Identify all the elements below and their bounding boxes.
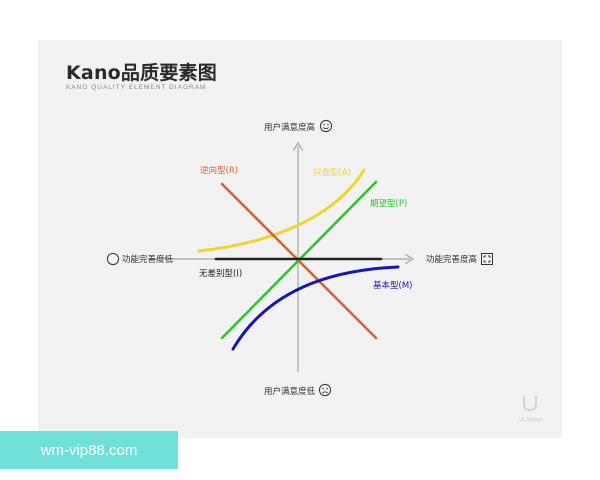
page-subtitle: KANO QUALITY ELEMENT DIAGRAM [66, 84, 207, 91]
happy-face-icon [319, 119, 333, 133]
axis-label-y-top: 用户满意度高 [264, 122, 315, 133]
logo-text: UI Design [519, 417, 543, 423]
axis-label-x-right: 功能完善度高 [426, 254, 477, 265]
watermark-text: wm-vip88.com [40, 441, 138, 459]
label-must-be: 基本型(M) [373, 280, 412, 291]
ui-design-logo: UI Design [519, 396, 543, 423]
diagram-card [38, 40, 562, 438]
axis-label-y-bottom: 用户满意度低 [264, 386, 316, 397]
page-title: Kano品质要素图 [66, 62, 217, 84]
label-attractive: 兴奋型(A) [313, 167, 351, 178]
label-indifferent: 无差别型(I) [199, 268, 242, 279]
curve-attractive [197, 168, 366, 253]
watermark-banner: wm-vip88.com [0, 431, 178, 469]
axis-label-x-left: 功能完善度低 [122, 254, 174, 265]
sad-face-icon [318, 383, 332, 397]
curve-must-be [231, 265, 400, 351]
square-grid-icon [481, 253, 493, 265]
empty-circle-icon [106, 252, 120, 266]
label-reverse: 逆向型(R) [200, 165, 238, 176]
label-performance: 期望型(P) [370, 198, 407, 209]
